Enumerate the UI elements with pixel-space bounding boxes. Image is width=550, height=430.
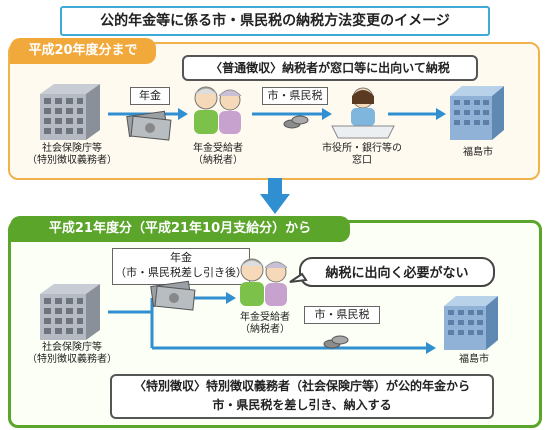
- transition-arrow-icon: [260, 178, 290, 214]
- after-tag: 平成21年度分（平成21年10月支給分）から: [10, 216, 350, 242]
- agency-building-icon: [40, 284, 100, 340]
- before-city-label: 福島市: [463, 147, 493, 158]
- bubble-text: 納税に出向く必要がない: [325, 266, 469, 281]
- money-icon: [126, 110, 172, 141]
- before-agency-label: 社会保険庁等（特別徴収義務者）: [27, 143, 117, 166]
- coins-icon: [283, 115, 309, 129]
- agency-building-icon: [40, 84, 100, 140]
- before-tag: 平成20年度分まで: [10, 38, 156, 64]
- before-counter-label: 市役所・銀行等の窓口: [322, 143, 402, 166]
- before-recipient-label: 年金受給者（納税者）: [193, 143, 243, 166]
- before-pension-label: 年金: [130, 87, 170, 105]
- before-note: 〈普通徴収〉納税者が窓口等に出向いて納税: [182, 55, 478, 81]
- money-icon: [150, 280, 196, 311]
- recipient-couple-icon: [194, 86, 242, 134]
- before-arrow-3: [388, 108, 446, 120]
- after-pension-label: 年金（市・県民税差し引き後）: [112, 248, 250, 285]
- city-building-icon: [444, 296, 498, 350]
- after-agency-label: 社会保険庁等（特別徴収義務者）: [27, 342, 117, 365]
- coins-icon: [323, 335, 349, 349]
- after-note: 〈特別徴収〉特別徴収義務者（社会保険庁等）が公的年金から市・県民税を差し引き、納…: [110, 374, 494, 419]
- after-recipient-label: 年金受給者（納税者）: [240, 312, 290, 335]
- teller-icon: [331, 87, 395, 139]
- city-building-icon: [450, 86, 504, 140]
- after-tax-label: 市・県民税: [304, 306, 380, 324]
- after-city-label: 福島市: [459, 354, 489, 365]
- before-tax-label: 市・県民税: [262, 87, 328, 105]
- page-title: 公的年金等に係る市・県民税の納税方法変更のイメージ: [60, 6, 490, 36]
- before-arrow-2: [252, 108, 332, 120]
- recipient-couple-icon: [240, 258, 288, 306]
- after-flow-arrows: [108, 292, 436, 354]
- speech-bubble: [289, 257, 495, 287]
